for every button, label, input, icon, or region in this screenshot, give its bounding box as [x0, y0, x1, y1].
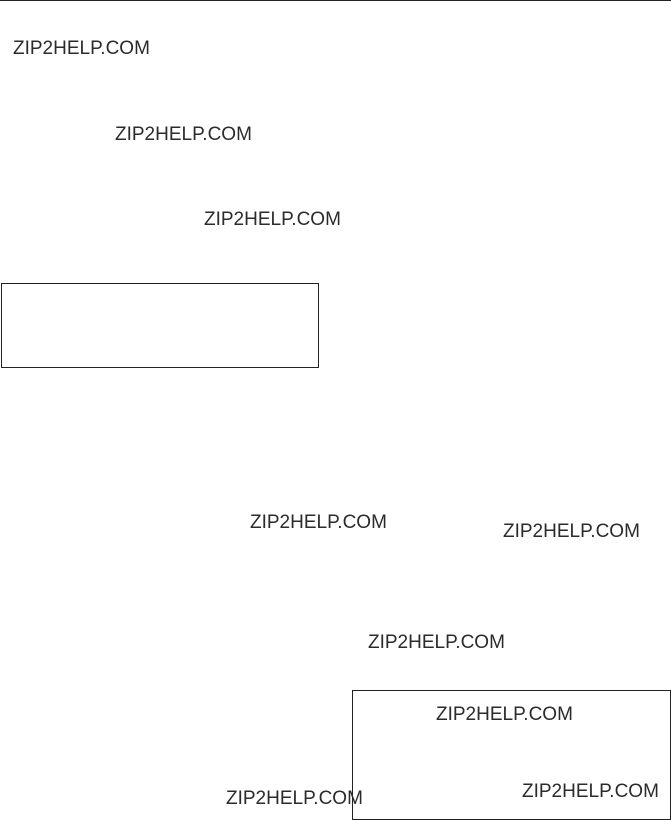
watermark-text: ZIP2HELP.COM — [250, 512, 387, 533]
empty-frame-upper — [1, 283, 319, 368]
watermark-text: ZIP2HELP.COM — [226, 788, 363, 809]
watermark-text: ZIP2HELP.COM — [115, 124, 252, 145]
watermark-text: ZIP2HELP.COM — [368, 632, 505, 653]
watermark-text: ZIP2HELP.COM — [503, 521, 640, 542]
watermark-text: ZIP2HELP.COM — [522, 781, 659, 802]
top-rule — [0, 0, 671, 1]
watermark-text: ZIP2HELP.COM — [13, 38, 150, 59]
watermark-text: ZIP2HELP.COM — [436, 704, 573, 725]
watermark-text: ZIP2HELP.COM — [204, 209, 341, 230]
